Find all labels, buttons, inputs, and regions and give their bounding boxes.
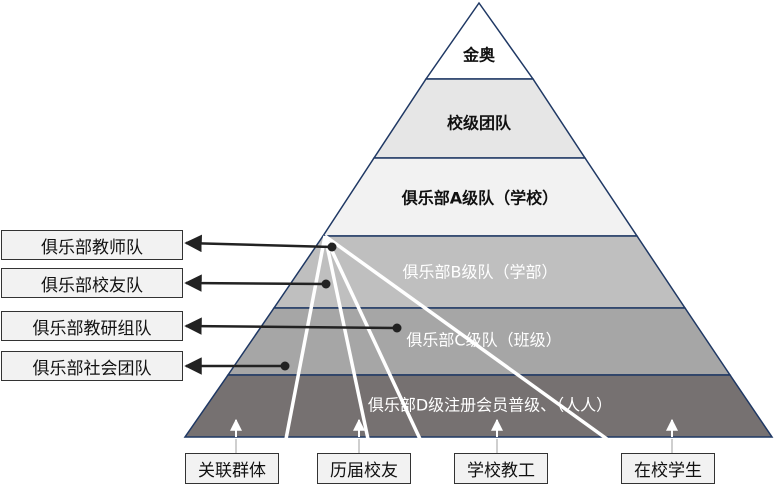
bottom-box-related-groups: 关联群体 (185, 453, 279, 484)
layer-label-club-a: 俱乐部A级队（学校） (401, 189, 558, 208)
side-box-teaching-research: 俱乐部教研组队 (1, 311, 183, 341)
layer-club-d (183, 374, 774, 438)
layer-label-club-c: 俱乐部C级队（班级） (406, 331, 561, 350)
side-box-community: 俱乐部社会团队 (1, 351, 183, 381)
side-box-alumni: 俱乐部校友队 (1, 268, 183, 298)
layer-gold (424, 1, 535, 80)
connector-dots (280, 242, 402, 371)
bottom-box-former-alumni: 历届校友 (317, 453, 411, 484)
bottom-box-current-students: 在校学生 (621, 453, 715, 484)
layer-label-school-team: 校级团队 (447, 114, 512, 133)
up-arrows (230, 418, 678, 437)
side-box-teachers: 俱乐部教师队 (1, 230, 183, 260)
bottom-connectors (235, 439, 673, 453)
bottom-box-school-staff: 学校教工 (454, 453, 548, 484)
side-arrows (184, 234, 398, 375)
layer-label-club-b: 俱乐部B级队（学部） (403, 263, 558, 282)
layer-label-gold: 金奥 (462, 46, 496, 65)
layer-label-club-d: 俱乐部D级注册会员普级、（人人） (368, 396, 612, 415)
fan-lines (284, 234, 609, 441)
